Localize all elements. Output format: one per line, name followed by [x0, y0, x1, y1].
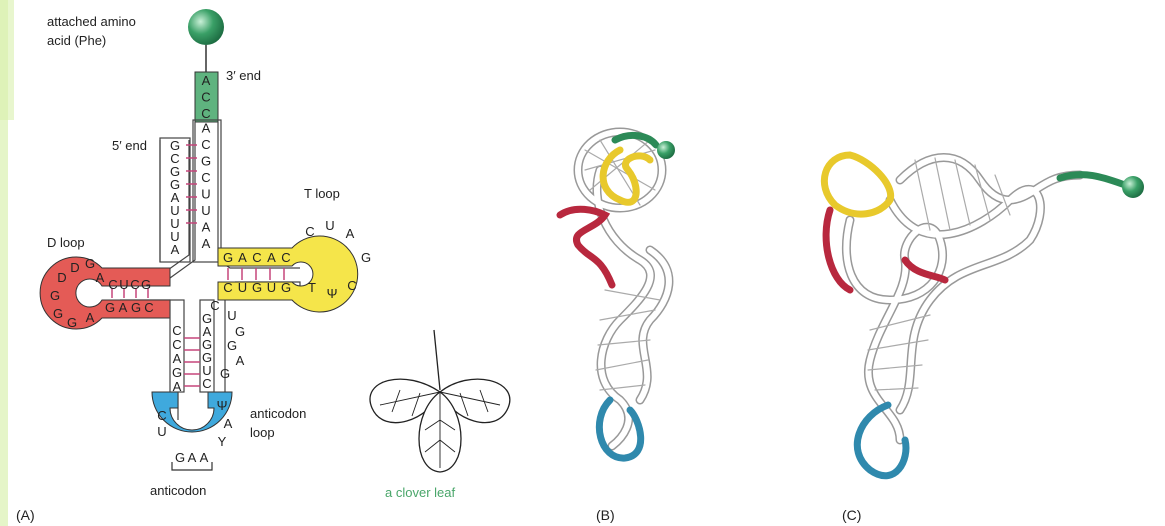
clover-leaf-caption: a clover leaf [385, 485, 455, 500]
panel-c-letter: (C) [842, 507, 861, 523]
base-anticodon_loop-0: C [157, 408, 166, 423]
base-t_loop-5: Ψ [327, 286, 338, 301]
base-t_loop-1: U [325, 218, 334, 233]
base-d_loop-0: D [57, 270, 66, 285]
base-d_stem_top-2: C [130, 277, 139, 292]
panel-a-letter: (A) [16, 507, 35, 523]
panel-b-t-loop-ribbon [603, 150, 650, 202]
amino-acid-label-line2: acid (Phe) [47, 33, 106, 48]
anticodon-loop-label-line1: anticodon [250, 406, 306, 421]
anticodon-loop-label-line2: loop [250, 425, 275, 440]
base-t_stem_bottom-0: C [223, 280, 232, 295]
base-anticodon_stem_left-3: G [172, 365, 182, 380]
base-variable-5: G [220, 366, 230, 381]
base-acceptor_3-6: C [201, 170, 210, 185]
base-anticodon_loop-3: A [188, 450, 197, 465]
base-acceptor_3-1: C [201, 90, 210, 105]
base-anticodon_loop-7: Ψ [217, 398, 228, 413]
panel-c-amino-acid-ball [1122, 176, 1144, 198]
base-variable-0: C [210, 298, 219, 313]
base-acceptor_3-8: U [201, 203, 210, 218]
panel-b-letter: (B) [596, 507, 615, 523]
base-variable-1: U [227, 308, 236, 323]
panel-b-amino-acid-ball [657, 141, 675, 159]
five-prime-label: 5′ end [112, 138, 147, 153]
base-anticodon_loop-5: Y [218, 434, 227, 449]
base-t_stem_top-4: C [281, 250, 290, 265]
base-acceptor_3-3: A [202, 121, 211, 136]
base-anticodon_stem_left-0: C [172, 323, 181, 338]
base-d_stem_top-0: C [108, 277, 117, 292]
base-d_loop-1: D [70, 260, 79, 275]
base-t_stem_top-1: A [238, 250, 247, 265]
base-d_loop-4: G [50, 288, 60, 303]
panel-c-t-loop-ribbon [824, 155, 890, 214]
base-t_loop-0: C [305, 224, 314, 239]
base-acceptor_3-7: U [201, 187, 210, 202]
base-d_stem_bottom-2: G [131, 300, 141, 315]
base-d_loop-7: A [86, 310, 95, 325]
anticodon-label: anticodon [150, 483, 206, 498]
base-acceptor_3-0: A [202, 73, 211, 88]
base-anticodon_loop-6: A [224, 416, 233, 431]
base-t_stem_bottom-4: G [281, 280, 291, 295]
base-anticodon_loop-1: U [157, 424, 166, 439]
panel-b-d-loop-ribbon [560, 209, 612, 285]
amino-acid-ball [188, 9, 224, 45]
base-acceptor_3-2: C [201, 106, 210, 121]
clover-stem [434, 330, 440, 390]
base-anticodon_stem_right-5: C [202, 376, 211, 391]
base-d_loop-5: G [53, 306, 63, 321]
base-d_stem_bottom-3: C [144, 300, 153, 315]
base-variable-4: A [236, 353, 245, 368]
base-anticodon_stem_left-4: A [173, 379, 182, 394]
t-loop-label: T loop [304, 186, 340, 201]
base-t_stem_bottom-2: G [252, 280, 262, 295]
base-anticodon_loop-2: G [175, 450, 185, 465]
base-variable-3: G [227, 338, 237, 353]
base-t_stem_top-3: A [267, 250, 276, 265]
panel-b-anticodon-ribbon [599, 400, 640, 458]
base-t_loop-3: G [361, 250, 371, 265]
base-t_stem_top-2: C [252, 250, 261, 265]
base-variable-2: G [235, 324, 245, 339]
base-t_stem_bottom-3: U [267, 280, 276, 295]
base-d_loop-2: G [85, 256, 95, 271]
amino-acid-label-line1: attached amino [47, 14, 136, 29]
base-anticodon_stem_left-1: C [172, 337, 181, 352]
base-d_stem_top-3: G [141, 277, 151, 292]
panel-b-ribbon-model [560, 132, 675, 458]
d-loop-label: D loop [47, 235, 85, 250]
base-t_stem_top-0: G [223, 250, 233, 265]
base-d_stem_bottom-1: A [119, 300, 128, 315]
base-t_loop-4: C [347, 278, 356, 293]
base-anticodon_stem_left-2: A [173, 351, 182, 366]
base-t_loop-6: T [308, 280, 316, 295]
panel-b-acceptor-ribbon [615, 135, 656, 145]
base-acceptor_3-10: A [202, 236, 211, 251]
base-acceptor_5-8: A [171, 242, 180, 257]
panel-c-ribbon-model [824, 155, 1144, 476]
base-d_loop-6: G [67, 315, 77, 330]
three-prime-label: 3′ end [226, 68, 261, 83]
base-acceptor_3-5: G [201, 154, 211, 169]
base-acceptor_3-4: C [201, 137, 210, 152]
base-t_loop-2: A [346, 226, 355, 241]
base-anticodon_loop-4: A [200, 450, 209, 465]
base-d_stem_top-1: U [119, 277, 128, 292]
clover-leaf-drawing [370, 330, 510, 472]
base-d_loop-3: A [96, 270, 105, 285]
base-d_stem_bottom-0: G [105, 300, 115, 315]
base-t_stem_bottom-1: U [238, 280, 247, 295]
base-acceptor_3-9: A [202, 220, 211, 235]
